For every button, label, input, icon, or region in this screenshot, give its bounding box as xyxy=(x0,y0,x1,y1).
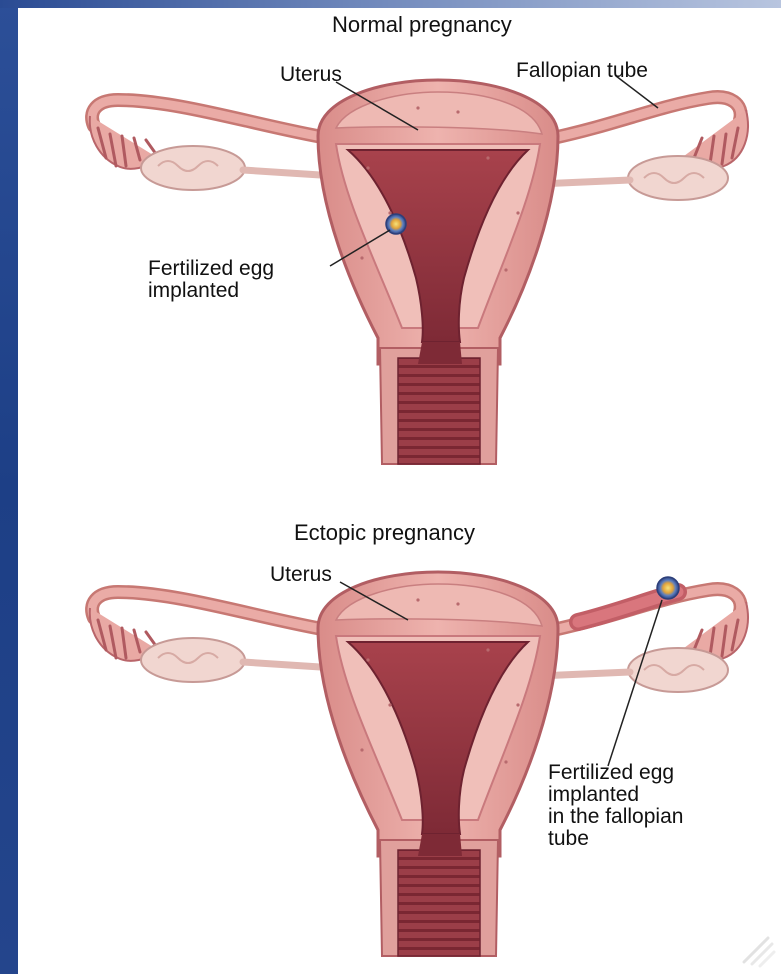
normal-uterus-label: Uterus xyxy=(280,64,342,86)
watermark-icon xyxy=(738,928,778,968)
anatomy-drawing xyxy=(18,8,781,974)
ectopic-egg-label-line2: implanted xyxy=(548,784,639,806)
normal-egg-label-line2: implanted xyxy=(148,280,239,302)
normal-egg-label-line1: Fertilized egg xyxy=(148,258,274,280)
slide-top-frame xyxy=(0,0,781,8)
ectopic-fertilized-egg-marker xyxy=(657,577,679,599)
fallopian-tube-label: Fallopian tube xyxy=(516,60,648,82)
ectopic-uterus-label: Uterus xyxy=(270,564,332,586)
illustration-panel: Normal pregnancy Uterus Fallopian tube F… xyxy=(18,8,781,974)
ectopic-egg-label-line4: tube xyxy=(548,828,589,850)
slide-left-frame xyxy=(0,0,18,974)
ectopic-pregnancy-title: Ectopic pregnancy xyxy=(294,522,475,544)
ectopic-egg-label-line1: Fertilized egg xyxy=(548,762,674,784)
normal-pregnancy-title: Normal pregnancy xyxy=(332,14,512,36)
ectopic-egg-label-line3: in the fallopian xyxy=(548,806,683,828)
